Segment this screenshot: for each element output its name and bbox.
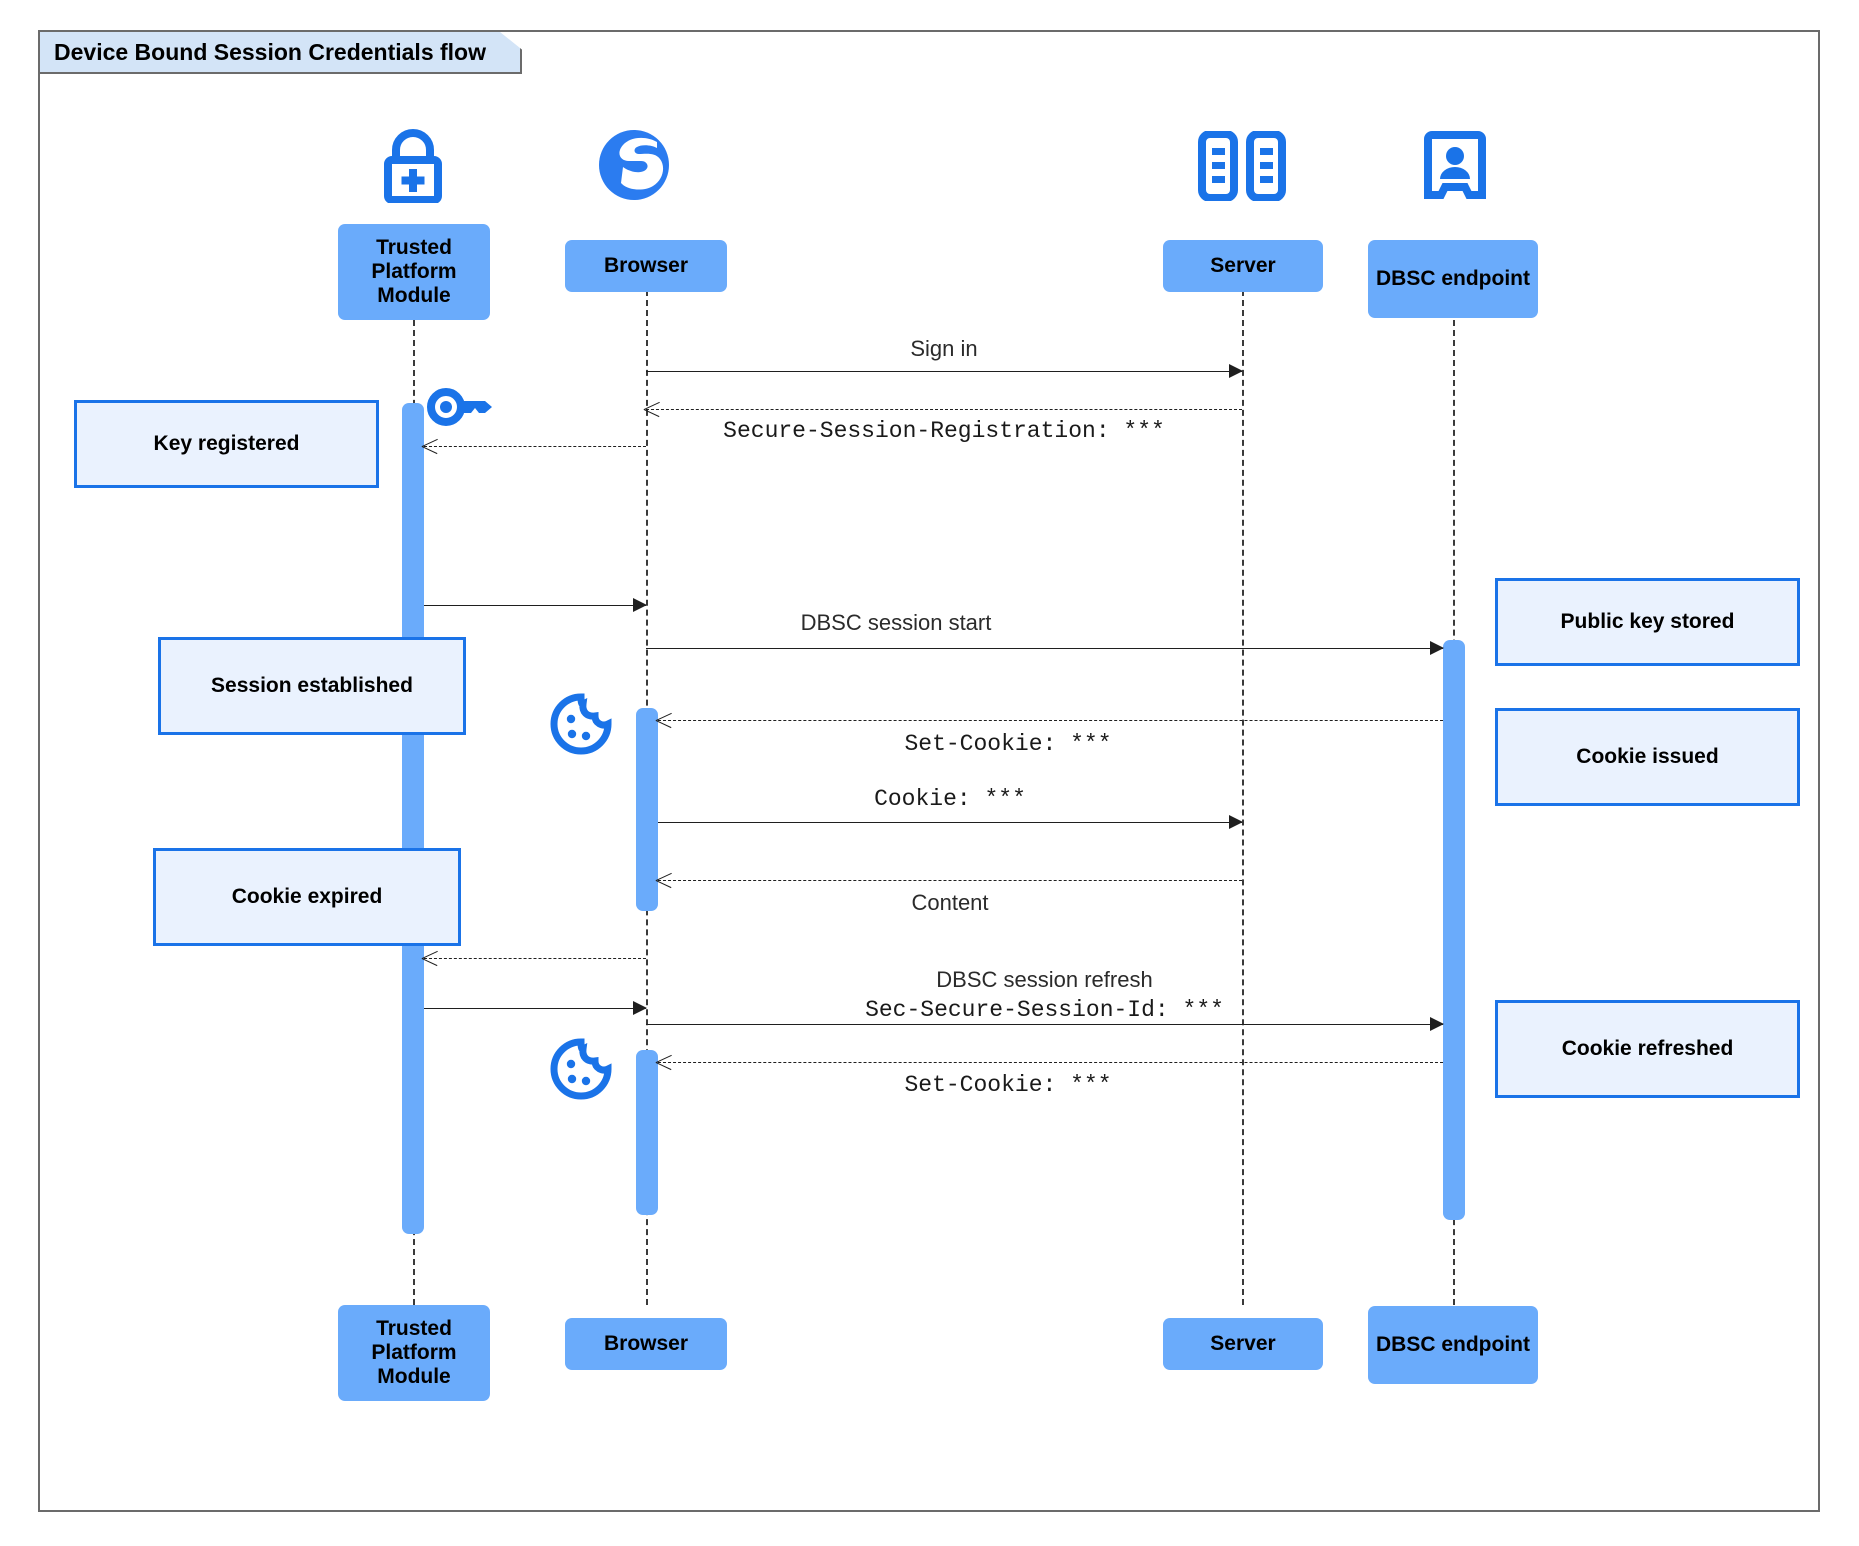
arrowhead-open-left-icon: [656, 872, 672, 888]
activation-bar-dbsc: [1443, 640, 1465, 1220]
message-line: [658, 720, 1443, 721]
message-line: [658, 1062, 1443, 1063]
note-text: Cookie issued: [1576, 745, 1719, 769]
participant-tpm-top[interactable]: Trusted Platform Module: [338, 224, 490, 320]
arrowhead-right-icon: [1430, 641, 1444, 655]
activation-bar-browser-2: [636, 1050, 658, 1215]
note-public-key-stored: Public key stored: [1495, 578, 1800, 666]
message-line: [424, 446, 646, 447]
cookie-icon: [550, 693, 612, 755]
message-line: [658, 822, 1242, 823]
arrowhead-right-icon: [1430, 1017, 1444, 1031]
message-label-set-cookie-1: Set-Cookie: ***: [904, 731, 1112, 757]
arrowhead-open-left-icon: [644, 401, 660, 417]
server-racks-icon: [1198, 131, 1286, 201]
arrowhead-open-left-icon: [422, 950, 438, 966]
note-cookie-refreshed: Cookie refreshed: [1495, 1000, 1800, 1098]
message-line: [424, 1008, 646, 1009]
participant-label: Trusted Platform Module: [371, 1317, 457, 1388]
participant-browser-top[interactable]: Browser: [565, 240, 727, 292]
activation-bar-tpm: [402, 403, 424, 1234]
arrowhead-open-left-icon: [656, 1054, 672, 1070]
participant-tpm-bottom[interactable]: Trusted Platform Module: [338, 1305, 490, 1401]
message-line: [658, 880, 1242, 881]
diagram-title: Device Bound Session Credentials flow: [40, 32, 522, 74]
message-label-cookie: Cookie: ***: [874, 786, 1026, 812]
note-text: Key registered: [153, 432, 300, 456]
arrowhead-right-icon: [1229, 364, 1243, 378]
message-line: [646, 409, 1242, 410]
message-label-sec-secure-session-id: Sec-Secure-Session-Id: ***: [865, 997, 1224, 1023]
participant-label: Server: [1210, 1332, 1276, 1356]
key-icon: [427, 388, 492, 426]
participant-label: Trusted Platform Module: [371, 236, 457, 307]
message-line: [646, 648, 1443, 649]
participant-browser-bottom[interactable]: Browser: [565, 1318, 727, 1370]
note-text: Cookie expired: [231, 885, 383, 909]
note-text: Public key stored: [1560, 610, 1735, 634]
padlock-plus-icon: [384, 129, 442, 203]
message-line: [646, 1024, 1443, 1025]
arrowhead-right-icon: [633, 1001, 647, 1015]
cookie-icon: [550, 1038, 612, 1100]
note-cookie-expired: Cookie expired: [153, 848, 461, 946]
note-text: Session established: [211, 674, 413, 698]
participant-label: Browser: [603, 254, 689, 278]
id-badge-person-icon: [1424, 131, 1486, 199]
arrowhead-open-left-icon: [656, 712, 672, 728]
note-session-established: Session established: [158, 637, 466, 735]
note-text: Cookie refreshed: [1561, 1037, 1734, 1061]
message-label-set-cookie-2: Set-Cookie: ***: [904, 1072, 1112, 1098]
globe-icon: [599, 130, 669, 200]
message-line: [424, 958, 646, 959]
participant-label: Server: [1210, 254, 1276, 278]
note-key-registered: Key registered: [74, 400, 379, 488]
participant-label: Browser: [603, 1332, 689, 1356]
activation-bar-browser-1: [636, 708, 658, 911]
message-line: [646, 371, 1242, 372]
lifeline-server: [1242, 290, 1244, 1305]
note-cookie-issued: Cookie issued: [1495, 708, 1800, 806]
message-label-sign-in: Sign in: [910, 336, 978, 361]
message-line: [424, 605, 646, 606]
participant-label: DBSC endpoint: [1376, 1333, 1530, 1357]
message-label-content: Content: [911, 890, 989, 915]
participant-dbsc-top[interactable]: DBSC endpoint: [1368, 240, 1538, 318]
arrowhead-right-icon: [633, 598, 647, 612]
arrowhead-right-icon: [1229, 815, 1243, 829]
participant-label: DBSC endpoint: [1376, 267, 1530, 291]
message-label-dbsc-session-start: DBSC session start: [800, 610, 992, 635]
message-label-dbsc-session-refresh: DBSC session refresh: [936, 967, 1153, 992]
message-label-secure-session-registration: Secure-Session-Registration: ***: [723, 418, 1165, 444]
participant-dbsc-bottom[interactable]: DBSC endpoint: [1368, 1306, 1538, 1384]
arrowhead-open-left-icon: [422, 438, 438, 454]
participant-server-top[interactable]: Server: [1163, 240, 1323, 292]
participant-server-bottom[interactable]: Server: [1163, 1318, 1323, 1370]
